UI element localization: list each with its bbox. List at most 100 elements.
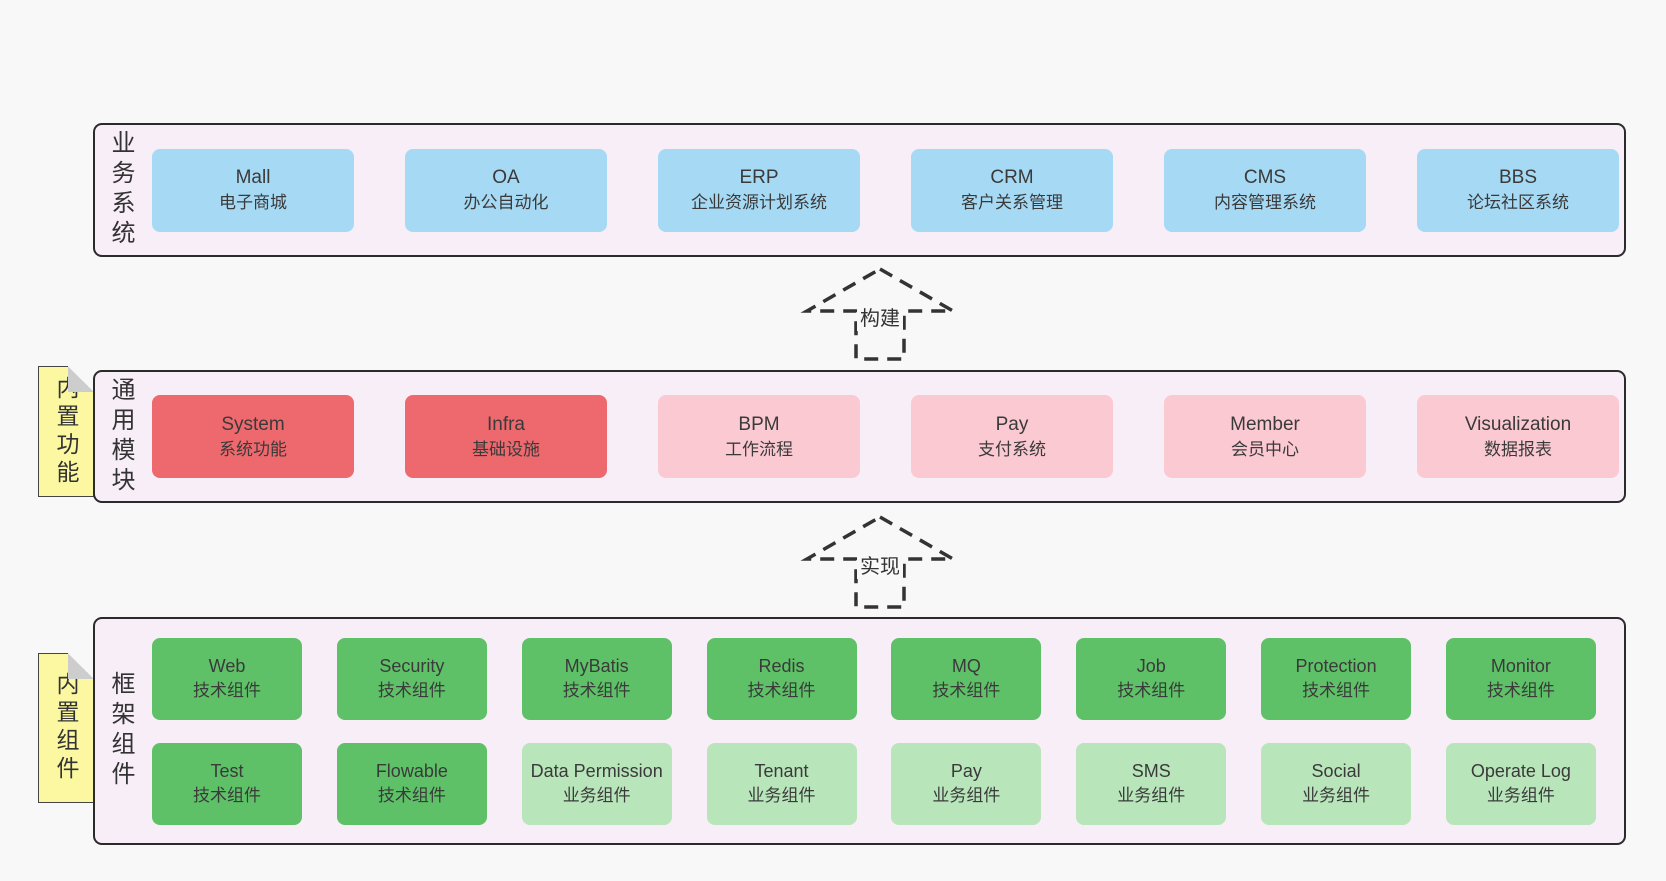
box-desc: 业务组件 [562, 786, 631, 806]
box-name: Redis [758, 656, 805, 677]
box-member: Member 会员中心 [1164, 395, 1366, 478]
box-name: Pay [950, 761, 982, 782]
box-name: Test [210, 761, 244, 782]
box-job: Job 技术组件 [1076, 637, 1227, 720]
box-erp: ERP 企业资源计划系统 [658, 148, 860, 232]
box-desc: 数据报表 [1484, 439, 1552, 459]
box-desc: 系统功能 [219, 439, 287, 459]
sticky-note-built-in-components: 内置组件 [38, 653, 94, 803]
up-arrow-dashed-icon [800, 514, 960, 609]
box-name: CRM [990, 167, 1034, 189]
box-tenant: Tenant 业务组件 [706, 742, 857, 825]
sticky-note-built-in-features: 内置功能 [38, 366, 94, 497]
box-cms: CMS 内容管理系统 [1164, 148, 1366, 232]
box-desc: 论坛社区系统 [1467, 193, 1569, 213]
box-mq: MQ 技术组件 [891, 637, 1042, 720]
box-name: Operate Log [1470, 761, 1571, 782]
implement-arrow-label: 实现 [857, 550, 903, 579]
box-social: Social 业务组件 [1261, 742, 1412, 825]
box-name: Infra [486, 413, 526, 435]
business-box-row: Mall 电子商城 OA 办公自动化 ERP 企业资源计划系统 CRM 客户关系管理 CMS 内容… [146, 125, 1624, 255]
box-desc: 业务组件 [1117, 786, 1186, 806]
box-desc: 技术组件 [377, 786, 446, 806]
box-protection: Protection 技术组件 [1261, 637, 1412, 720]
box-desc: 技术组件 [1117, 681, 1186, 701]
box-name: Monitor [1490, 656, 1551, 677]
box-name: MQ [951, 656, 981, 677]
box-crm: CRM 客户关系管理 [911, 148, 1113, 232]
box-desc: 内容管理系统 [1214, 193, 1316, 213]
box-name: OA [492, 167, 520, 189]
box-name: Member [1230, 413, 1300, 435]
box-oa: OA 办公自动化 [405, 148, 607, 232]
box-desc: 客户关系管理 [961, 193, 1063, 213]
box-name: Security [379, 656, 445, 677]
up-arrow-dashed-icon [800, 266, 960, 361]
box-desc: 会员中心 [1231, 439, 1299, 459]
box-name: Pay [995, 413, 1029, 435]
sticky-fold-corner-icon [68, 366, 94, 392]
box-system: System 系统功能 [152, 395, 354, 478]
box-name: Social [1311, 761, 1361, 782]
box-mall: Mall 电子商城 [152, 148, 354, 232]
box-name: Data Permission [530, 761, 663, 782]
box-name: CMS [1243, 167, 1287, 189]
box-name: Mall [235, 167, 271, 189]
box-name: System [221, 413, 285, 435]
box-name: BPM [738, 413, 780, 435]
box-name: Web [208, 656, 246, 677]
box-name: ERP [739, 167, 779, 189]
build-arrow: 构建 [800, 266, 960, 362]
box-name: Job [1136, 656, 1166, 677]
box-desc: 技术组件 [932, 681, 1001, 701]
box-name: MyBatis [564, 656, 629, 677]
box-pay: Pay 业务组件 [891, 742, 1042, 825]
box-name: Protection [1295, 656, 1377, 677]
box-desc: 办公自动化 [463, 193, 549, 213]
box-name: BBS [1498, 167, 1538, 189]
box-name: Visualization [1464, 413, 1572, 435]
box-bpm: BPM 工作流程 [658, 395, 860, 478]
box-name: Tenant [754, 761, 809, 782]
box-desc: 业务组件 [1302, 786, 1371, 806]
box-desc: 业务组件 [932, 786, 1001, 806]
sticky-fold-corner-icon [68, 653, 94, 679]
box-test: Test 技术组件 [152, 742, 302, 825]
box-desc: 技术组件 [377, 681, 446, 701]
layer-components-side-label: 框架组件 [107, 671, 134, 791]
box-desc: 企业资源计划系统 [691, 193, 827, 213]
box-desc: 支付系统 [978, 439, 1046, 459]
box-bbs: BBS 论坛社区系统 [1417, 148, 1619, 232]
box-desc: 技术组件 [1486, 681, 1555, 701]
box-name: SMS [1131, 761, 1171, 782]
box-sms: SMS 业务组件 [1076, 742, 1227, 825]
box-desc: 电子商城 [219, 193, 287, 213]
box-desc: 技术组件 [747, 681, 816, 701]
box-monitor: Monitor 技术组件 [1445, 637, 1596, 720]
sticky-note-label: 内置组件 [53, 672, 79, 784]
build-arrow-label: 构建 [857, 302, 903, 331]
sticky-note-label: 内置功能 [53, 375, 79, 488]
box-name: Flowable [375, 761, 448, 782]
box-desc: 业务组件 [1486, 786, 1555, 806]
layer-modules-side-label: 通用模块 [107, 376, 134, 497]
box-desc: 技术组件 [1302, 681, 1371, 701]
box-visualization: Visualization 数据报表 [1417, 395, 1619, 478]
box-pay: Pay 支付系统 [911, 395, 1113, 478]
box-desc: 技术组件 [193, 786, 261, 806]
box-operate-log: Operate Log 业务组件 [1445, 742, 1596, 825]
box-flowable: Flowable 技术组件 [336, 742, 487, 825]
box-desc: 工作流程 [725, 439, 793, 459]
implement-arrow: 实现 [800, 514, 960, 610]
box-desc: 业务组件 [747, 786, 816, 806]
